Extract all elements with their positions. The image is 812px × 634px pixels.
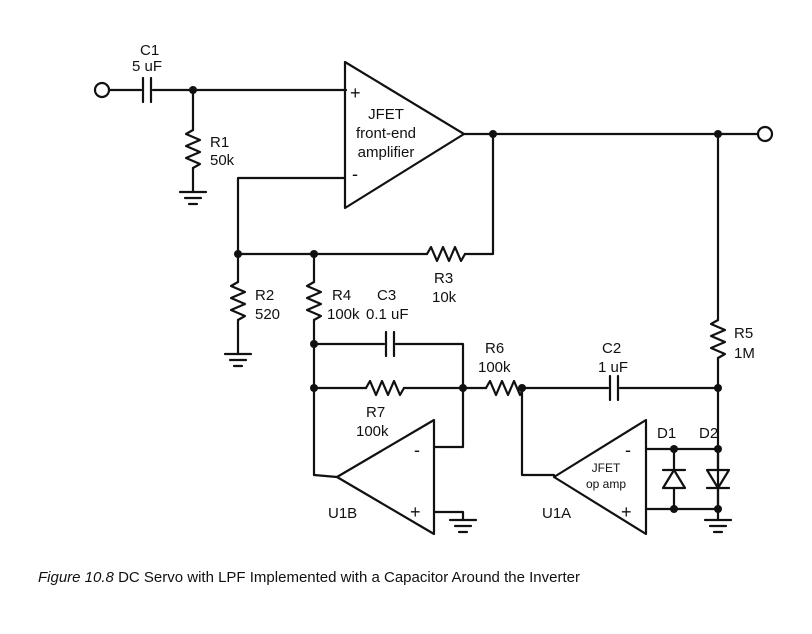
- d2-ref-label: D2: [699, 425, 718, 442]
- op-amp-u1b: [335, 418, 436, 536]
- r2-value-label: 520: [255, 306, 280, 323]
- output-terminal: [756, 125, 774, 143]
- wire: [432, 510, 465, 522]
- u1a-minus-sign: -: [625, 440, 631, 460]
- resistor-r6: [484, 379, 526, 397]
- c2-value-label: 1 uF: [598, 359, 628, 376]
- wire: [432, 386, 465, 449]
- ground-symbol: [703, 518, 733, 534]
- u1b-minus-sign: -: [414, 440, 420, 460]
- resistor-r3: [425, 245, 467, 263]
- u1a-plus-sign: +: [621, 502, 632, 522]
- u1a-ref-label: U1A: [542, 505, 571, 522]
- diode-d2: [705, 447, 731, 511]
- figure-number: Figure 10.8: [38, 569, 114, 586]
- u1a-label-line1: JFET: [592, 461, 621, 475]
- r5-ref-label: R5: [734, 325, 753, 342]
- capacitor-c1: [141, 76, 153, 104]
- r7-ref-label: R7: [366, 404, 385, 421]
- u1a-label-line2: op amp: [586, 477, 626, 491]
- ground-symbol: [178, 190, 208, 206]
- capacitor-c3: [384, 330, 396, 358]
- amp-label-line3: amplifier: [358, 144, 415, 161]
- figure-caption-text: DC Servo with LPF Implemented with a Cap…: [118, 569, 580, 586]
- c2-ref-label: C2: [602, 340, 621, 357]
- r2-ref-label: R2: [255, 287, 274, 304]
- c1-ref-label: C1: [140, 42, 159, 59]
- r6-value-label: 100k: [478, 359, 511, 376]
- amp-label-line1: JFET: [368, 106, 404, 123]
- capacitor-c2: [608, 374, 620, 402]
- junction-dot: [714, 384, 722, 392]
- ground-symbol: [223, 352, 253, 368]
- wire: [463, 132, 495, 256]
- amp-label-line2: front-end: [356, 125, 416, 142]
- r5-value-label: 1M: [734, 345, 755, 362]
- diode-d1: [661, 447, 687, 511]
- wire: [312, 473, 339, 479]
- u1b-ref-label: U1B: [328, 505, 357, 522]
- resistor-r2: [229, 280, 247, 322]
- input-terminal: [93, 81, 111, 99]
- u1b-plus-sign: +: [410, 502, 421, 522]
- resistor-r4: [305, 280, 323, 322]
- r4-value-label: 100k: [327, 306, 360, 323]
- r3-value-label: 10k: [432, 289, 457, 306]
- r1-ref-label: R1: [210, 134, 229, 151]
- c3-value-label: 0.1 uF: [366, 306, 409, 323]
- op-amp-u1a: [552, 418, 648, 536]
- r4-ref-label: R4: [332, 287, 351, 304]
- figure-caption: Figure 10.8 DC Servo with LPF Implemente…: [38, 569, 580, 586]
- resistor-r7: [364, 379, 406, 397]
- wire: [236, 176, 347, 256]
- wire: [394, 342, 465, 390]
- d1-ref-label: D1: [657, 425, 676, 442]
- c1-value-label: 5 uF: [132, 58, 162, 75]
- resistor-r5: [709, 318, 727, 360]
- r7-value-label: 100k: [356, 423, 389, 440]
- r6-ref-label: R6: [485, 340, 504, 357]
- wire: [520, 386, 556, 477]
- amp-plus-sign: +: [350, 83, 361, 103]
- ground-symbol: [448, 518, 478, 534]
- r1-value-label: 50k: [210, 152, 235, 169]
- c3-ref-label: C3: [377, 287, 396, 304]
- jfet-front-end-amplifier: [343, 60, 466, 210]
- amp-minus-sign: -: [352, 164, 358, 184]
- r3-ref-label: R3: [434, 270, 453, 287]
- resistor-r1: [184, 128, 202, 170]
